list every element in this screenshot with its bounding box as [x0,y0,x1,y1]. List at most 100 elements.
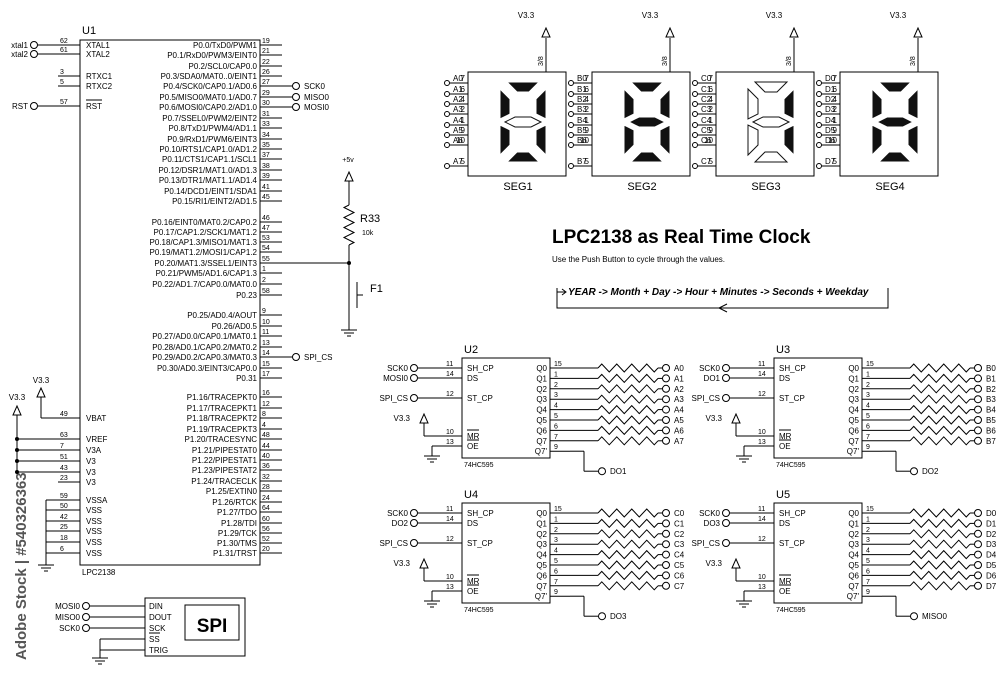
net-terminal [444,111,450,117]
pin-name: Q0 [848,509,859,518]
pin-number: 1 [866,516,870,523]
pin-name: P0.30/AD0.3/EINT3/CAP0.0 [157,364,258,373]
r33-ref: R33 [360,213,380,225]
pin-name: P1.17/TRACEPKT1 [187,404,258,413]
display-segment [747,124,759,157]
display-segment [877,81,913,93]
net-terminal [292,103,300,111]
pin-name: Q7' [847,592,860,601]
output-net-label: B7 [986,437,996,446]
net-label: SCK0 [59,624,80,633]
pin-name: Q0 [536,364,547,373]
pin-number: 40 [262,453,270,460]
display-segment [877,151,913,163]
pin-name: P1.21/PIPESTAT0 [192,446,258,455]
pin-name: P1.30/TMS [217,539,257,548]
net-label: MOSI0 [55,602,80,611]
pin-number: 28 [262,484,270,491]
net-terminal [662,384,670,393]
input-net-label: SPI_CS [380,539,408,548]
net-terminal [444,142,450,148]
pin-number: 4 [833,95,838,104]
pin-number: 12 [446,391,454,398]
junction-dot [347,261,351,265]
pin-number: 54 [262,245,270,252]
display-segment [871,87,883,120]
net-terminal [662,550,670,559]
pin-name: P0.10/RTS1/CAP1.0/AD1.2 [159,145,257,154]
net-terminal [692,80,698,86]
series-resistor [909,394,971,404]
pin-number: 44 [262,443,270,450]
net-terminal [662,364,670,372]
net-terminal [292,93,300,101]
net-terminal [722,509,730,517]
net-terminal [974,571,982,580]
sr-part: 74HC595 [464,607,494,614]
net-terminal [568,91,574,97]
pin-number: 56 [262,526,270,533]
cascade-net-label: MISO0 [922,612,947,621]
pin-number: 7 [554,579,558,586]
output-net-label: B4 [986,406,996,415]
net-terminal [568,122,574,128]
net-terminal [816,122,822,128]
input-net-label: SCK0 [387,364,408,373]
pin-number: 47 [262,225,270,232]
pin-name: V3A [86,446,102,455]
pin-number: 20 [262,546,270,553]
pin-number: 63 [60,432,68,439]
pin-number: 3 [60,69,64,76]
pin-number: 1 [709,116,714,125]
pin-number: 33 [262,121,270,128]
pin-number: 6 [461,85,466,94]
net-terminal [292,353,300,361]
series-resistor [597,539,659,549]
pin-name: P0.2/SCL0/CAP0.0 [189,62,258,71]
pin-name: P0.8/TxD1/PWM4/AD1.1 [169,124,258,133]
net-terminal [974,416,982,424]
u1-body [79,39,261,566]
pin-name: VSS [86,506,102,515]
pin-number: 14 [758,516,766,523]
pin-number: 10 [262,319,270,326]
supply-arrow [731,412,741,424]
net-terminal [662,436,670,445]
net-terminal [410,374,418,382]
pin-number: 15 [554,506,562,513]
output-net-label: A6 [674,426,684,435]
pin-number: 13 [446,439,454,446]
output-net-label: D6 [986,571,997,580]
series-resistor [597,373,659,384]
output-net-label: A1 [674,374,684,383]
common-pin-label: 3/8 [538,56,545,66]
pin-name: P0.3/SDA0/MAT0..0/EINT1 [161,72,258,81]
pin-number: 5 [709,157,714,166]
output-net-label: C2 [674,530,685,539]
pin-number: 2 [585,105,590,114]
pin-number: 6 [833,85,838,94]
pin-number: 4 [554,548,558,555]
pin-name: ST_CP [779,539,805,548]
pin-name: P0.28/AD0.1/CAP0.2/MAT0.2 [152,343,257,352]
net-terminal [910,612,918,621]
pin-number: 2 [262,277,266,284]
pin-number: 2 [554,382,558,389]
pin-net-label: C7 [701,157,712,166]
pin-number: 10 [580,136,589,145]
pin-name: Q7 [848,582,859,591]
pin-number: 4 [866,403,870,410]
supply-label: V3.3 [518,11,535,20]
series-resistor [909,539,971,549]
sr-body [773,502,863,604]
net-terminal [974,384,982,393]
